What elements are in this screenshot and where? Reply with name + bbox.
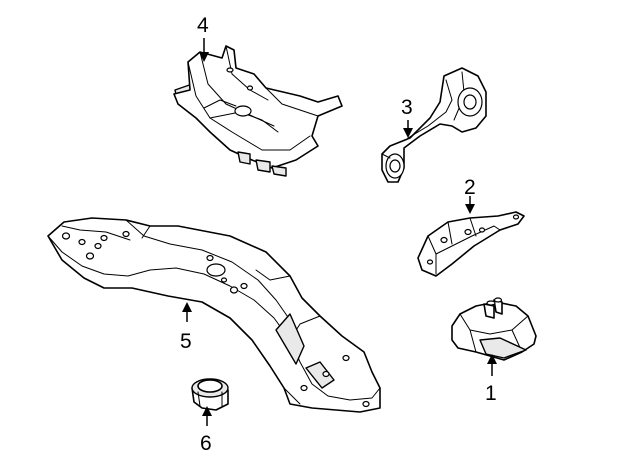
- part-2-small-bracket[interactable]: [417, 211, 525, 277]
- part-4-mount-bracket[interactable]: [173, 45, 343, 177]
- callout-label-1: 1: [485, 382, 497, 405]
- part-1-rubber-mount[interactable]: [451, 297, 537, 361]
- callout-arrow-1: [487, 354, 497, 376]
- callout-label-3: 3: [401, 96, 413, 119]
- part-3-torque-rod[interactable]: [381, 67, 487, 183]
- callout-arrow-6: [202, 406, 212, 426]
- callout-arrow-3: [403, 120, 413, 138]
- callout-label-6: 6: [200, 432, 212, 455]
- part-6-bushing[interactable]: [191, 378, 229, 411]
- callout-label-5: 5: [180, 330, 192, 353]
- callout-label-2: 2: [464, 176, 476, 199]
- callout-arrow-2: [465, 196, 475, 214]
- callout-arrow-5: [182, 302, 192, 322]
- callout-label-4: 4: [197, 14, 209, 37]
- part-5-crossmember[interactable]: [47, 217, 381, 413]
- callout-arrow-4: [199, 38, 209, 62]
